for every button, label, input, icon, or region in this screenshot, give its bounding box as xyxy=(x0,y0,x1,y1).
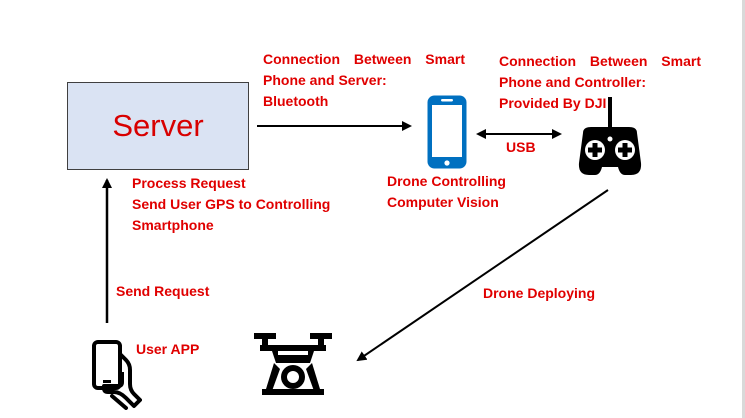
drone-controlling-line2: Computer Vision xyxy=(387,194,499,210)
send-request-label: Send Request xyxy=(116,283,210,299)
drone-deploying-label: Drone Deploying xyxy=(483,285,596,301)
conn-controller-line1: Connection Between Smart xyxy=(499,51,701,72)
server-label: Server xyxy=(112,108,204,143)
page-edge xyxy=(742,0,745,418)
user-app-label: User APP xyxy=(136,341,200,357)
remote-controller-icon xyxy=(578,97,642,175)
conn-controller-line2: Phone and Controller: xyxy=(499,74,646,90)
conn-server-line2: Phone and Server: xyxy=(263,72,387,88)
process-line1: Process Request xyxy=(132,175,246,191)
process-line2: Send User GPS to Controlling xyxy=(132,196,331,212)
conn-controller-word-3: Smart xyxy=(661,53,701,69)
hand-phone-icon xyxy=(92,340,142,410)
arrow-controller-to-drone xyxy=(356,189,609,362)
smartphone-icon xyxy=(427,95,467,169)
conn-server-word-2: Between xyxy=(353,51,412,67)
conn-server-line3: Bluetooth xyxy=(263,93,329,109)
usb-label: USB xyxy=(506,139,536,155)
conn-controller-word-2: Between xyxy=(589,53,648,69)
conn-controller-word-1: Connection xyxy=(499,53,576,69)
conn-server-word-1: Connection xyxy=(263,51,340,67)
server-box: Server xyxy=(67,82,249,170)
conn-server-line1: Connection Between Smart xyxy=(263,49,465,70)
drone-icon xyxy=(254,333,332,395)
conn-server-word-3: Smart xyxy=(425,51,465,67)
drone-controlling-line1: Drone Controlling xyxy=(387,173,506,189)
conn-controller-line3: Provided By DJI xyxy=(499,95,607,111)
process-line3: Smartphone xyxy=(132,217,214,233)
